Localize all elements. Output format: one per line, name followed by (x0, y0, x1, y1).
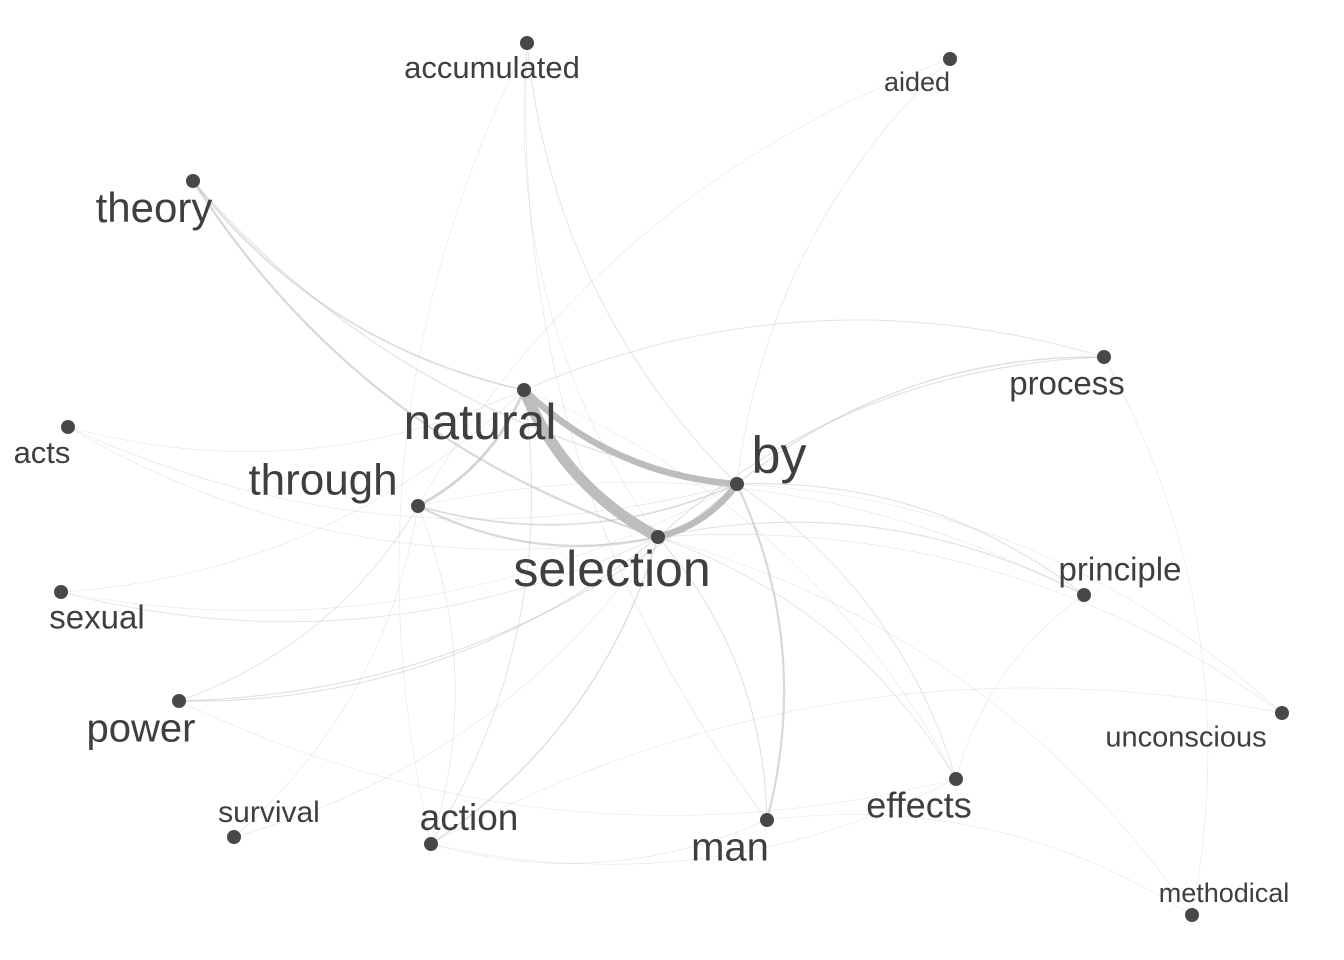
edge-survival-through (233, 505, 419, 838)
label-methodical: methodical (1159, 878, 1290, 908)
edge-effects-natural (523, 389, 957, 780)
edge-action-effects (430, 778, 957, 865)
node-effects[interactable] (949, 772, 963, 786)
edges-layer (60, 42, 1283, 916)
edge-action-through (417, 505, 456, 845)
label-sexual: sexual (49, 599, 144, 636)
edge-natural-by (520, 386, 741, 488)
node-principle[interactable] (1077, 588, 1091, 602)
label-man: man (691, 826, 769, 870)
label-survival: survival (218, 796, 320, 829)
edge-principle-effects (955, 594, 1085, 780)
edge-survival-selection (233, 536, 659, 838)
node-methodical[interactable] (1185, 908, 1199, 922)
edge-methodical-man (766, 814, 1193, 916)
node-accumulated[interactable] (520, 36, 534, 50)
edge-through-natural (416, 388, 526, 508)
edge-power-through (178, 505, 419, 702)
edge-acts-by (67, 426, 738, 520)
label-action: action (420, 797, 519, 838)
node-theory[interactable] (186, 174, 200, 188)
edge-aided-through (417, 58, 951, 507)
edge-accumulated-action (398, 42, 528, 845)
edge-natural-selection (518, 384, 664, 543)
edge-principle-by (736, 483, 1085, 596)
label-by: by (752, 427, 807, 485)
edge-man-by (735, 482, 786, 822)
edge-theory-selection (191, 179, 660, 539)
edge-theory-by (192, 180, 738, 485)
label-aided: aided (884, 67, 950, 97)
edge-power-effects (178, 700, 957, 816)
edge-process-by (736, 356, 1105, 485)
label-accumulated: accumulated (404, 50, 580, 85)
edge-process-selection (657, 356, 1105, 538)
label-effects: effects (866, 785, 971, 826)
node-unconscious[interactable] (1275, 706, 1289, 720)
edge-accumulated-selection (523, 42, 659, 538)
edge-through-by (417, 483, 738, 526)
node-by[interactable] (730, 477, 744, 491)
edge-accumulated-man (525, 42, 768, 821)
edge-unconscious-action (430, 687, 1283, 845)
label-process: process (1009, 365, 1125, 402)
edge-accumulated-by (526, 42, 738, 485)
node-action[interactable] (424, 837, 438, 851)
edge-selection-by (654, 480, 741, 541)
edge-principle-through (417, 482, 1085, 596)
label-through: through (248, 456, 397, 505)
node-acts[interactable] (61, 420, 75, 434)
label-selection: selection (513, 541, 710, 597)
edge-process-natural (523, 319, 1105, 391)
edge-principle-selection (657, 521, 1085, 596)
edge-action-natural (430, 389, 533, 845)
node-process[interactable] (1097, 350, 1111, 364)
edge-power-by (178, 483, 738, 702)
edge-methodical-process (1103, 356, 1209, 916)
labels-layer: accumulated aided theory process acts natural… (14, 50, 1290, 908)
edge-effects-selection (657, 536, 957, 780)
edge-sexual-selection (60, 536, 659, 623)
node-sexual[interactable] (54, 585, 68, 599)
label-power: power (87, 707, 196, 751)
edge-unconscious-selection (657, 534, 1283, 714)
node-power[interactable] (172, 694, 186, 708)
node-selection[interactable] (651, 530, 665, 544)
nodes-layer (54, 36, 1289, 922)
label-natural: natural (404, 394, 557, 450)
edge-action-selection (430, 536, 659, 845)
node-aided[interactable] (943, 52, 957, 66)
label-theory: theory (96, 184, 213, 231)
label-unconscious: unconscious (1105, 722, 1266, 754)
edge-acts-natural (67, 389, 525, 452)
edge-theory-natural (192, 180, 525, 391)
edge-through-selection (416, 504, 660, 547)
label-principle: principle (1059, 551, 1182, 588)
edge-unconscious-by (736, 483, 1283, 714)
edge-power-selection (178, 536, 659, 702)
node-survival[interactable] (227, 830, 241, 844)
edge-action-man (430, 819, 768, 864)
node-natural[interactable] (517, 383, 531, 397)
edge-effects-by (736, 483, 957, 780)
node-man[interactable] (760, 813, 774, 827)
edge-methodical-selection (657, 536, 1193, 916)
edge-sexual-natural (60, 389, 525, 593)
node-through[interactable] (411, 499, 425, 513)
edge-acts-selection (67, 426, 659, 550)
edge-aided-by (736, 58, 951, 485)
edge-sexual-by (60, 483, 738, 612)
edge-man-selection (657, 536, 768, 821)
label-acts: acts (14, 435, 71, 470)
